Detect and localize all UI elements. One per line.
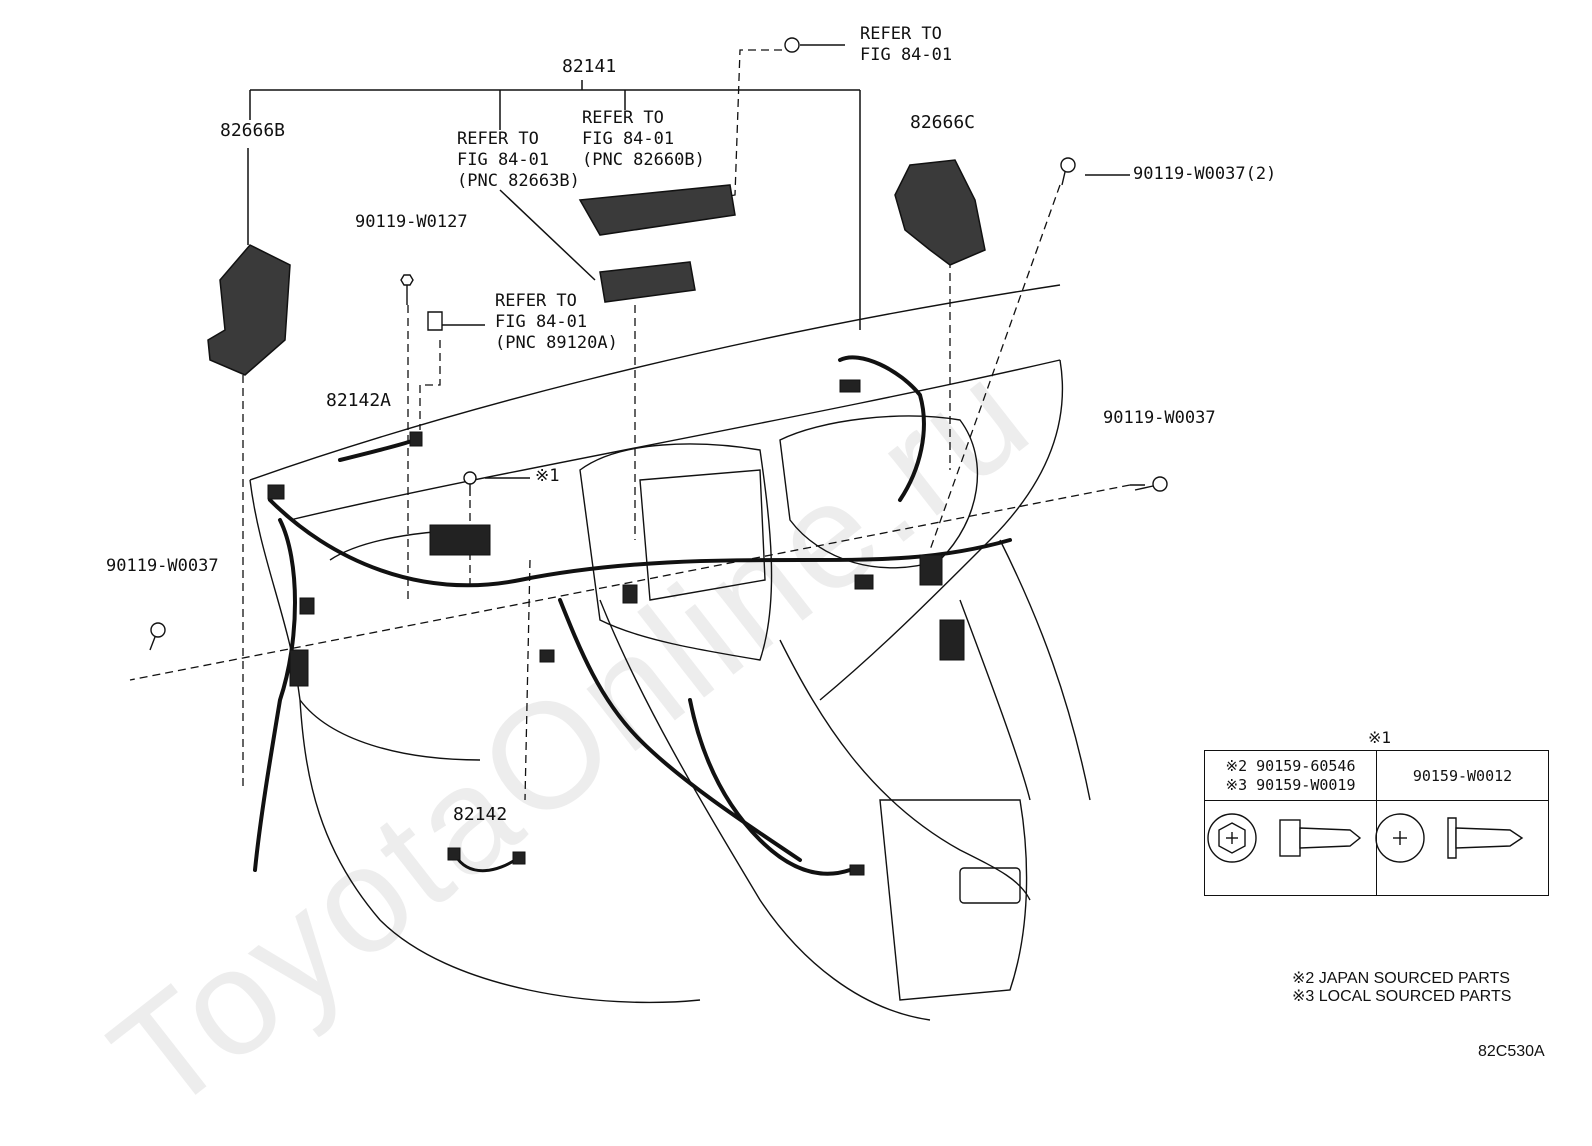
connector-block-right: [939, 619, 965, 661]
bolt-90119-w0037-2: [1060, 157, 1076, 186]
wiring-illustration: [129, 37, 1524, 1021]
rear-console: [879, 799, 1028, 1001]
harness-center-drop: [558, 598, 802, 862]
bolt-90119-w0037-left: [149, 622, 166, 651]
ref-82660b: REFER TO FIG 84-01 (PNC 82660B): [582, 108, 705, 170]
label-90119-w0037-2: 90119-W0037(2): [1133, 164, 1277, 184]
part-82660b: [578, 184, 736, 236]
label-82142a: 82142A: [326, 390, 392, 411]
spec-col1-line2: ※3 90159-W0019: [1225, 775, 1356, 794]
clip-89120a: [427, 311, 443, 331]
label-82141: 82141: [562, 56, 617, 77]
note-japan-sourced: ※2 JAPAN SOURCED PARTS: [1292, 970, 1510, 987]
harness-upper-right: [838, 355, 926, 502]
spec-table-title: ※1: [1368, 728, 1392, 747]
label-82666b: 82666B: [220, 120, 286, 141]
parts: [207, 159, 986, 376]
clip-top-ref: [784, 37, 800, 53]
part-82663b: [599, 261, 696, 303]
harness-left-drop: [253, 518, 297, 872]
label-82666c: 82666C: [910, 112, 976, 133]
ref-89120a: REFER TO FIG 84-01 (PNC 89120A): [495, 291, 618, 353]
connector-block-left: [289, 649, 309, 687]
ref-82663b: REFER TO FIG 84-01 (PNC 82663B): [457, 129, 580, 191]
rear-vent: [959, 867, 1021, 904]
spec-col1-header: ※2 90159-60546 ※3 90159-W0019: [1204, 750, 1377, 801]
cluster-hood: [779, 415, 979, 569]
figure-id: 82C530A: [1478, 1043, 1545, 1060]
spec-col2-header: 90159-W0012: [1376, 750, 1549, 801]
label-90119-w0037-left: 90119-W0037: [106, 556, 219, 576]
diagram-stage: ToyotaOnline.ru: [81, 24, 1549, 1144]
right-side-contour: [999, 539, 1091, 801]
ref-top: REFER TO FIG 84-01: [860, 24, 953, 65]
dashboard-left-contour: [249, 479, 701, 1004]
part-82666b: [207, 244, 291, 376]
part-82142: [453, 854, 516, 873]
bolts: [149, 37, 1168, 651]
dashboard-top-edge: [249, 284, 1061, 481]
center-panel: [639, 469, 766, 601]
bolt-90119-w0127: [400, 274, 414, 305]
spec-col2-drawing-cell: [1376, 800, 1549, 896]
center-tunnel-right: [779, 639, 1031, 901]
fastener-spec-table: ※2 90159-60546 ※3 90159-W0019 90159-W001…: [1204, 750, 1549, 896]
bolt-mark-1: [463, 471, 477, 496]
harness-82142a: [338, 438, 417, 462]
note-local-sourced: ※3 LOCAL SOURCED PARTS: [1292, 988, 1512, 1005]
mark-1: ※1: [535, 466, 560, 486]
center-tunnel-left: [599, 599, 931, 1021]
bolt-90119-w0037-right: [1134, 476, 1168, 492]
label-90119-w0037-right: 90119-W0037: [1103, 408, 1216, 428]
connector-block-center: [429, 524, 491, 556]
leader-ref-82663b: [499, 189, 596, 281]
label-90119-w0127: 90119-W0127: [355, 212, 468, 232]
part-82666c: [894, 159, 986, 266]
dash-90119-w0037: [129, 484, 1131, 681]
harness-main: [268, 498, 1012, 588]
spec-col1-line1: ※2 90159-60546: [1225, 756, 1356, 775]
label-82142: 82142: [453, 804, 508, 825]
spec-col1-drawing-cell: [1204, 800, 1377, 896]
dashboard-right-contour: [819, 359, 1064, 701]
